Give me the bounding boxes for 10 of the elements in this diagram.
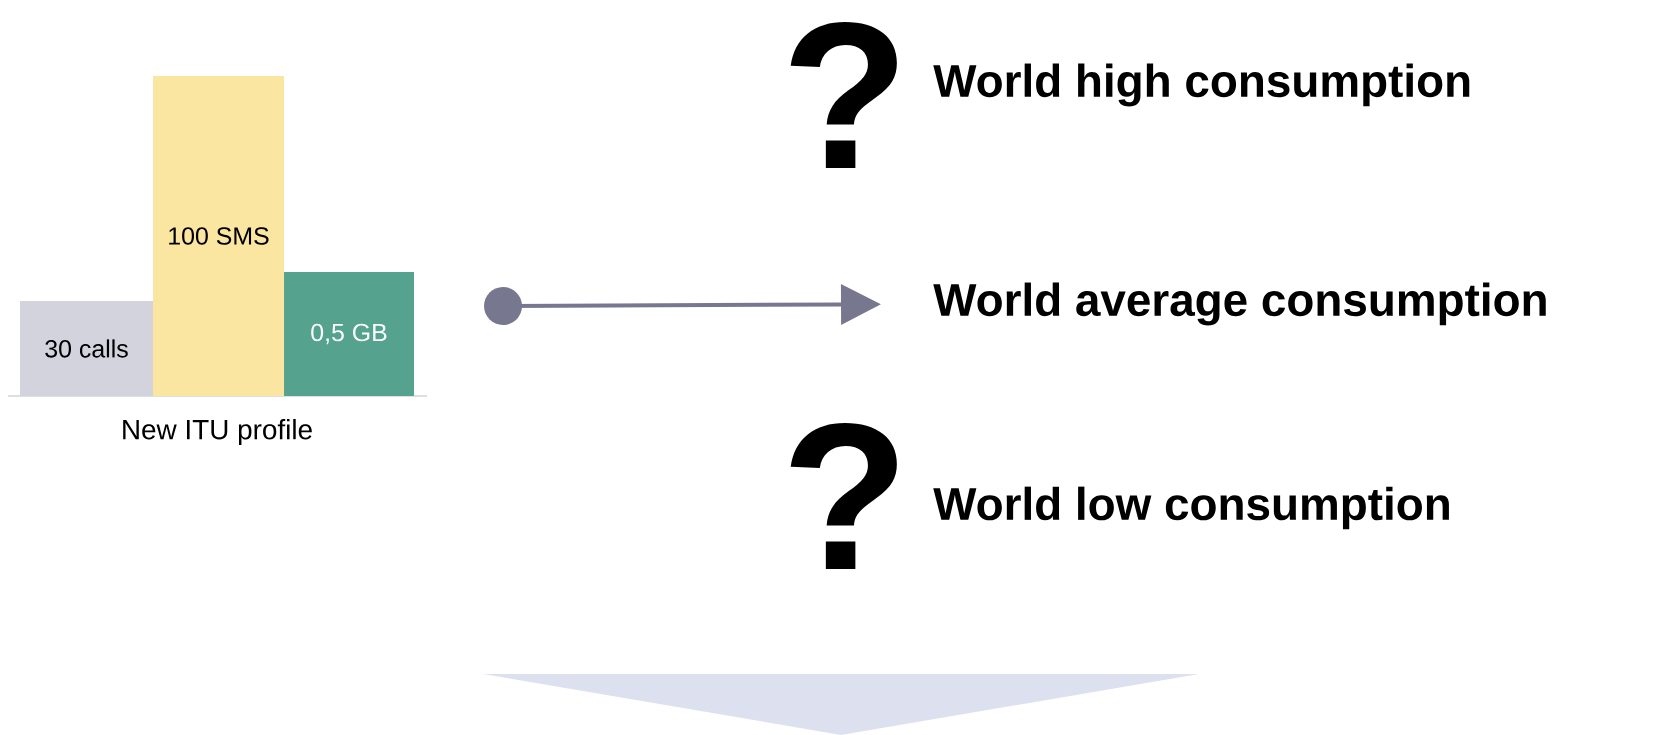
chevron-triangle (483, 674, 1199, 735)
question-mark: ? (790, 422, 897, 570)
heading-text: World high consumption (933, 63, 1470, 107)
heading-text: World low consumption (933, 486, 1449, 530)
bar: 100 SMS (153, 76, 284, 396)
heading-text: World average consumption (933, 282, 1546, 326)
bar: 0,5 GB (284, 272, 414, 396)
question-mark: ? (790, 21, 897, 169)
bar: 30 calls (20, 301, 153, 396)
caption-text: New ITU profile (123, 419, 312, 445)
